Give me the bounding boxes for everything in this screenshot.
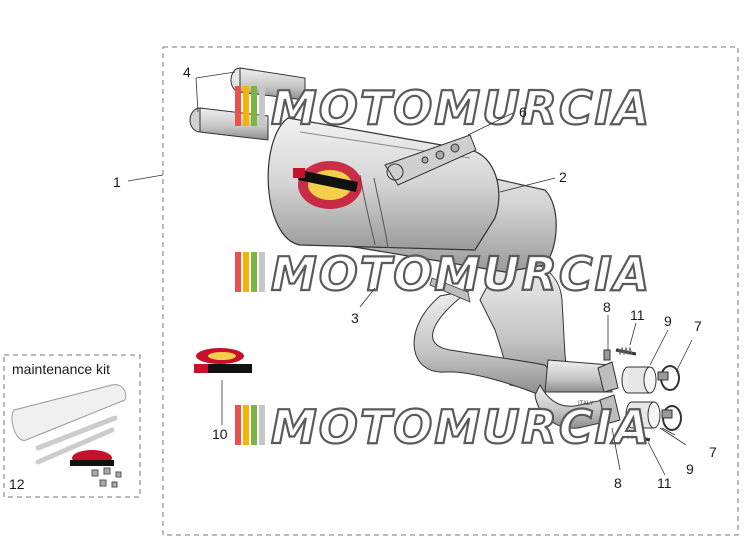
inlet-caps: [189, 67, 306, 141]
maintenance-kit-frame: [3, 354, 141, 498]
callout-2: 2: [559, 169, 567, 185]
svg-text:MOTOMURCIA: MOTOMURCIA: [271, 400, 651, 454]
callout-9-bottom: 9: [686, 461, 694, 477]
sticker-decal: [190, 348, 252, 378]
muffler-brand-label: [293, 161, 362, 209]
callout-11-bottom: 11: [657, 475, 672, 491]
callout-8-top: 8: [603, 299, 611, 315]
callout-11-top: 11: [630, 307, 645, 323]
callout-1: 1: [113, 174, 121, 190]
watermark-top: MOTOMURCIA: [235, 80, 651, 136]
band-clamp-bottom: [661, 405, 682, 431]
callout-10: 10: [212, 426, 228, 442]
leader-lines: [127, 71, 693, 476]
band-clamp-top: [657, 365, 680, 391]
callout-7-bottom: 7: [709, 444, 717, 460]
callout-4: 4: [183, 64, 191, 80]
svg-text:ITALY: ITALY: [578, 401, 594, 407]
callout-7-top: 7: [694, 318, 702, 334]
svg-text:MOTOMURCIA: MOTOMURCIA: [271, 81, 651, 135]
svg-text:MOTOMURCIA: MOTOMURCIA: [271, 247, 651, 301]
clamp-top: [597, 349, 619, 393]
maintenance-kit-items: [11, 384, 127, 488]
callout-6: 6: [519, 104, 527, 120]
callout-3: 3: [351, 310, 359, 326]
gasket-top: [621, 366, 657, 394]
gasket-bottom: [625, 401, 661, 429]
callout-9-top: 9: [664, 313, 672, 329]
spring-top: [615, 346, 637, 356]
maintenance-kit-title: maintenance kit: [12, 361, 111, 377]
watermark-middle: MOTOMURCIA: [235, 246, 651, 302]
spring-bottom: [623, 430, 651, 442]
assembly-frame: [162, 46, 739, 536]
clamp-bottom: [599, 394, 621, 425]
callout-12: 12: [9, 476, 25, 492]
hanger-bracket: [384, 134, 477, 186]
link-pipe: ITALY: [413, 260, 615, 429]
callout-8-bottom: 8: [614, 475, 622, 491]
watermark-bottom: MOTOMURCIA: [235, 399, 651, 455]
